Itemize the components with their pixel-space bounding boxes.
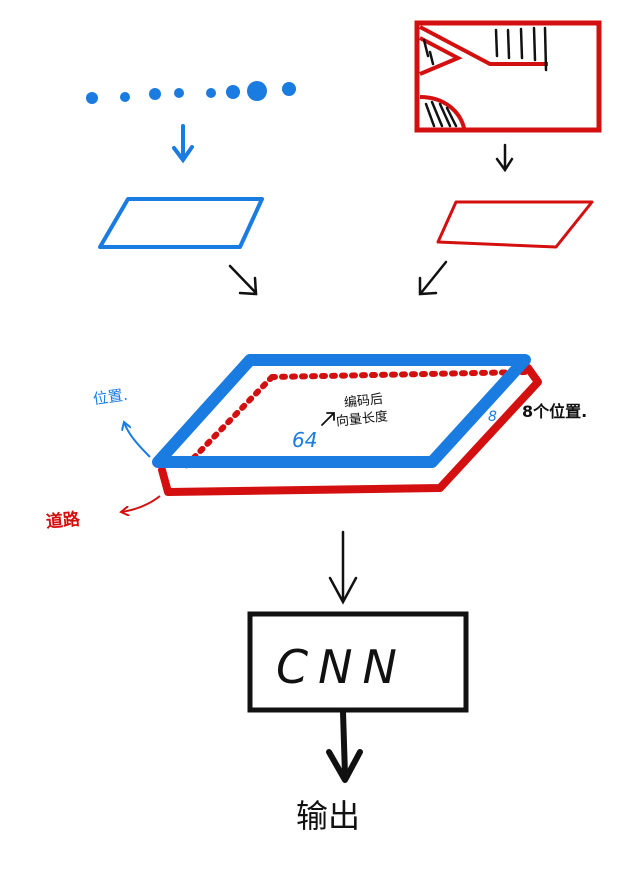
encoding-label-line1: 编码后 (343, 392, 384, 411)
road-map-box (414, 20, 602, 133)
dimension-8-label: 8 (488, 409, 497, 425)
blue-down-arrow (172, 124, 194, 164)
cnn-box (247, 611, 469, 713)
output-label: 输出 (296, 797, 361, 835)
to-cnn-arrow (328, 530, 358, 605)
position-layer-top (152, 354, 531, 468)
position-label-right: 8个位置. (522, 402, 588, 421)
road-annotation-arrow (121, 495, 161, 512)
road-layer-dotted-edge (179, 369, 531, 473)
encoding-pointer-arrow (321, 412, 335, 426)
position-dot (282, 82, 296, 96)
position-dot (247, 81, 267, 101)
road-matrix-plane (436, 200, 594, 249)
merge-arrows (228, 260, 448, 296)
position-dot (86, 92, 98, 104)
position-dot-sequence (86, 81, 296, 104)
position-annotation-arrow (124, 422, 151, 458)
position-matrix-plane (98, 197, 264, 249)
road-layer-bottom (158, 364, 542, 496)
road-hatching (422, 26, 548, 128)
black-small-down-arrow (495, 143, 514, 173)
combined-tensor (152, 354, 542, 496)
position-dot (120, 92, 130, 102)
position-dot (226, 85, 240, 99)
position-dot (174, 88, 184, 98)
to-output-arrow (326, 709, 363, 783)
road-label: 道路 (45, 509, 81, 533)
dimension-64-label: 64 (292, 428, 318, 452)
position-dot (206, 88, 216, 98)
position-dot (149, 88, 161, 100)
cnn-label: CNN (276, 640, 407, 694)
